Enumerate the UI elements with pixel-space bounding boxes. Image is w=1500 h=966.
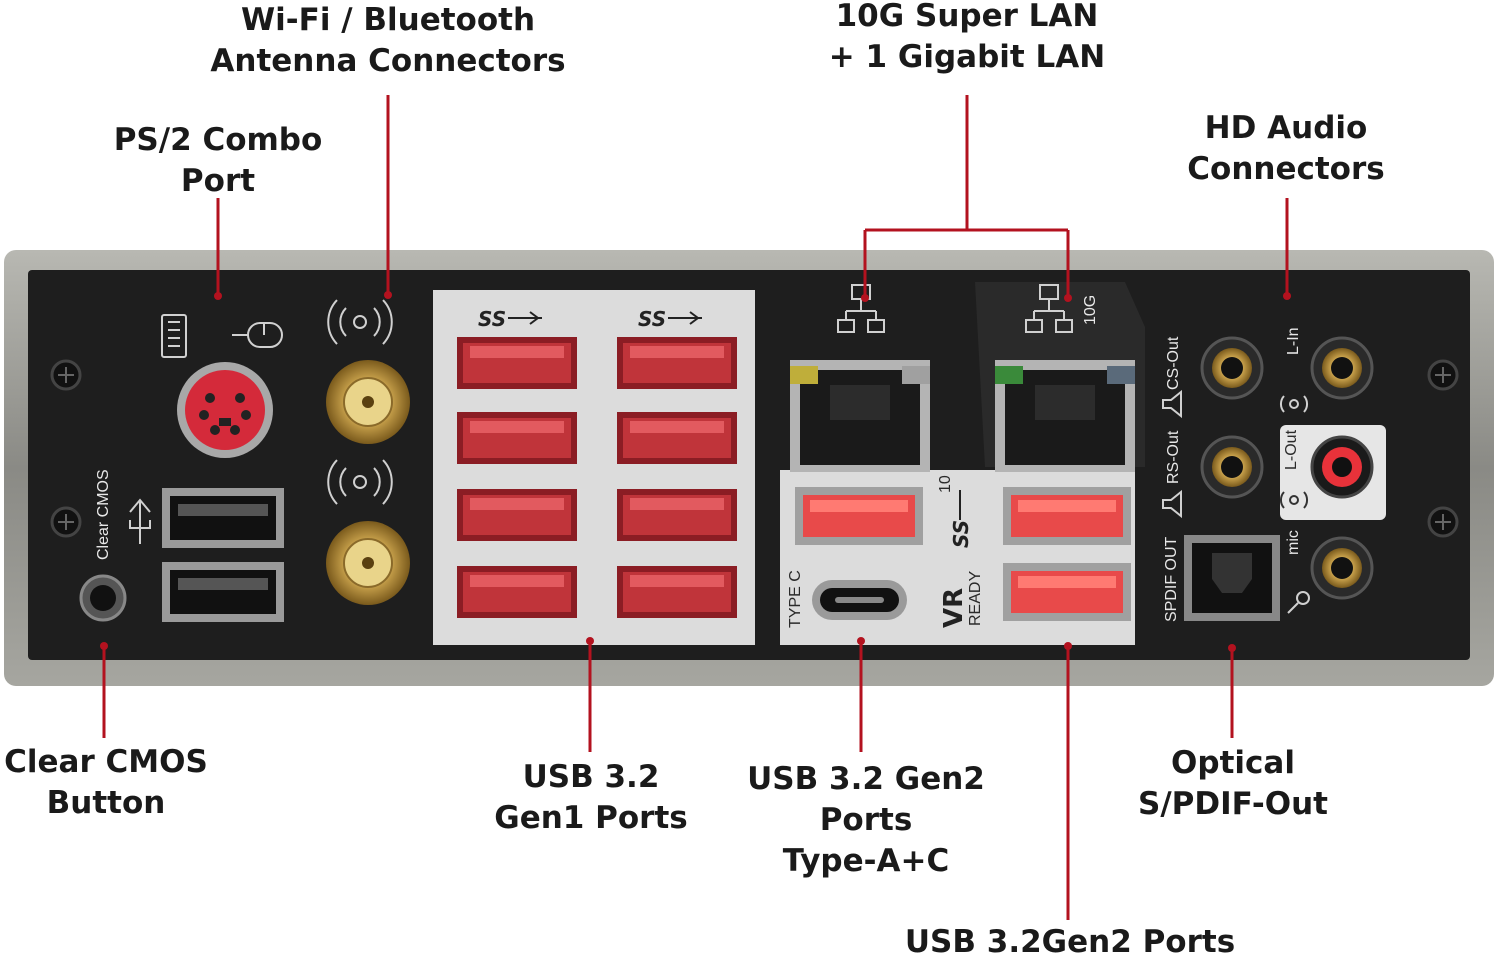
usb-port[interactable] bbox=[457, 412, 577, 464]
lan-port[interactable] bbox=[995, 360, 1135, 472]
svg-text:SS: SS bbox=[638, 307, 666, 331]
superspeed-usb-icon: SS bbox=[638, 307, 702, 331]
usb-port[interactable] bbox=[617, 489, 737, 541]
usb-port[interactable] bbox=[617, 412, 737, 464]
callout-lan: 10G Super LAN + 1 Gigabit LAN bbox=[828, 0, 1106, 75]
audio-jack[interactable] bbox=[1310, 435, 1374, 499]
usb-port[interactable] bbox=[457, 337, 577, 389]
rs-out-label: RS-Out bbox=[1165, 430, 1182, 484]
usb-port[interactable] bbox=[795, 487, 923, 545]
vr-ready-logo: VR bbox=[939, 588, 969, 628]
vr-ready-label: READY bbox=[967, 571, 984, 626]
screw-icon bbox=[50, 359, 82, 391]
usb-type-c-port[interactable] bbox=[812, 580, 907, 620]
network-icon bbox=[837, 284, 885, 333]
optical-spdif-port[interactable] bbox=[1184, 535, 1280, 621]
mouse-icon bbox=[232, 322, 283, 348]
usb-port[interactable] bbox=[617, 337, 737, 389]
superspeed-usb-icon: SS bbox=[478, 307, 542, 331]
microphone-icon bbox=[1287, 591, 1310, 614]
screw-icon bbox=[1427, 359, 1459, 391]
audio-jack[interactable] bbox=[1310, 336, 1374, 400]
line-out-icon bbox=[1280, 491, 1308, 509]
screw-icon bbox=[50, 506, 82, 538]
usb-port[interactable] bbox=[617, 566, 737, 618]
cs-out-label: CS-Out bbox=[1165, 336, 1182, 390]
superspeed-10-usb-icon: SS bbox=[949, 490, 973, 548]
svg-text:VR: VR bbox=[939, 588, 969, 628]
antenna-connector[interactable] bbox=[326, 521, 410, 605]
usb-10-label: 10 bbox=[937, 475, 954, 493]
ps2-port[interactable] bbox=[177, 362, 273, 458]
mic-label: mic bbox=[1285, 530, 1302, 555]
svg-text:SS: SS bbox=[478, 307, 506, 331]
audio-jack[interactable] bbox=[1200, 435, 1264, 499]
line-in-icon bbox=[1280, 395, 1308, 413]
wifi-signal-icon bbox=[327, 299, 393, 345]
network-icon bbox=[1025, 284, 1073, 333]
svg-text:SS: SS bbox=[949, 520, 973, 548]
clear-cmos-button[interactable] bbox=[79, 574, 127, 622]
clear-cmos-panel-label: Clear CMOS bbox=[95, 469, 112, 560]
callout-ps2: PS/2 Combo Port bbox=[113, 122, 323, 199]
usb-icon bbox=[129, 498, 151, 544]
screw-icon bbox=[1427, 506, 1459, 538]
audio-jack[interactable] bbox=[1310, 536, 1374, 600]
l-out-label: L-Out bbox=[1283, 429, 1300, 470]
usb-port[interactable] bbox=[162, 488, 284, 548]
antenna-connector[interactable] bbox=[326, 360, 410, 444]
keyboard-icon bbox=[161, 314, 187, 358]
usb-port[interactable] bbox=[457, 489, 577, 541]
usb-port[interactable] bbox=[1003, 487, 1131, 545]
callout-usb-gen1: USB 3.2 Gen1 Ports bbox=[494, 759, 688, 836]
usb-port[interactable] bbox=[1003, 563, 1131, 621]
ten-g-label: 10G bbox=[1082, 295, 1099, 325]
usb-port[interactable] bbox=[162, 562, 284, 622]
callout-clear-cmos: Clear CMOS Button bbox=[4, 744, 208, 821]
audio-jack[interactable] bbox=[1200, 336, 1264, 400]
callout-wifi-bluetooth: Wi-Fi / Bluetooth Antenna Connectors bbox=[210, 2, 566, 79]
callout-optical: Optical S/PDIF-Out bbox=[1138, 745, 1328, 822]
callout-hd-audio: HD Audio Connectors bbox=[1187, 110, 1385, 187]
type-c-label: TYPE C bbox=[787, 570, 804, 628]
l-in-label: L-In bbox=[1285, 327, 1302, 355]
wifi-signal-icon bbox=[327, 459, 393, 505]
lan-port[interactable] bbox=[790, 360, 930, 472]
callout-usb-gen2: USB 3.2Gen2 Ports bbox=[904, 924, 1236, 960]
usb-port[interactable] bbox=[457, 566, 577, 618]
spdif-out-label: SPDIF OUT bbox=[1163, 536, 1180, 622]
speaker-icon bbox=[1162, 489, 1182, 519]
callout-usb-gen2-ac: USB 3.2 Gen2 Ports Type-A+C bbox=[747, 761, 985, 879]
leader-lines bbox=[100, 95, 1291, 920]
speaker-icon bbox=[1162, 389, 1182, 419]
